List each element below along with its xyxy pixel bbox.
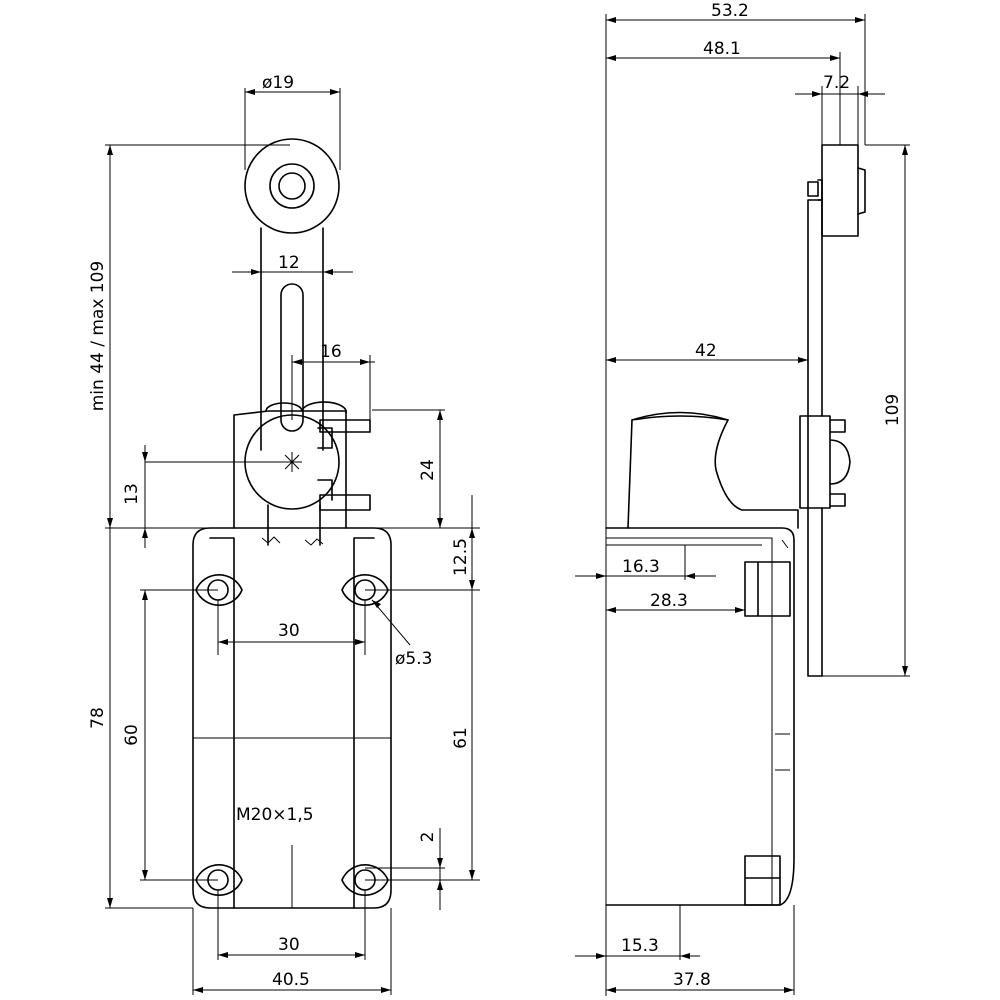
dim-base-offset: 15.3 bbox=[621, 936, 659, 956]
dim-lever-range: min 44 / max 109 bbox=[88, 261, 108, 412]
dim-hole-offset-small: 2 bbox=[418, 832, 438, 843]
dim-top-hole-offset: 12.5 bbox=[451, 538, 471, 576]
front-body bbox=[192, 527, 392, 909]
dim-roller-width: 7.2 bbox=[823, 73, 850, 93]
front-view: ø19 12 16 24 13 min 44 / max 109 12.5 30… bbox=[88, 73, 480, 995]
dim-pivot-height: 24 bbox=[418, 459, 438, 481]
side-view: 53.2 48.1 7.2 42 109 16.3 28.3 15.3 37.8 bbox=[575, 1, 910, 996]
dim-hole-vertical-left: 60 bbox=[122, 724, 142, 746]
dim-lever-offset: 16 bbox=[320, 342, 342, 362]
dim-body-width: 40.5 bbox=[272, 970, 310, 990]
front-roller bbox=[244, 138, 340, 234]
dim-lever-width: 12 bbox=[278, 253, 300, 273]
dim-cover-depth-1: 16.3 bbox=[622, 557, 660, 577]
side-dimensions bbox=[575, 14, 910, 996]
dim-lever-length: 109 bbox=[883, 394, 903, 426]
dim-hole-spacing-top: 30 bbox=[278, 621, 300, 641]
dim-thread: M20×1,5 bbox=[236, 805, 314, 825]
side-head bbox=[627, 411, 799, 529]
side-labels: 53.2 48.1 7.2 42 109 16.3 28.3 15.3 37.8 bbox=[621, 1, 903, 990]
dim-head-depth: 42 bbox=[695, 341, 717, 361]
dim-overall-depth: 53.2 bbox=[711, 1, 749, 21]
side-housing bbox=[605, 527, 795, 906]
dim-base-depth: 37.8 bbox=[673, 970, 711, 990]
dim-hole-diameter: ø5.3 bbox=[395, 649, 432, 669]
side-roller bbox=[807, 144, 866, 237]
dim-roller-diameter: ø19 bbox=[262, 73, 294, 93]
dim-hole-spacing-bottom: 30 bbox=[278, 935, 300, 955]
side-lever-plate bbox=[799, 199, 851, 677]
dim-lever-depth: 48.1 bbox=[703, 39, 741, 59]
front-dimensions bbox=[105, 88, 480, 995]
front-labels: ø19 12 16 24 13 min 44 / max 109 12.5 30… bbox=[88, 73, 471, 990]
dim-pivot-offset: 13 bbox=[122, 483, 142, 505]
dim-body-height: 78 bbox=[88, 707, 108, 729]
dim-hole-vertical-right: 61 bbox=[451, 727, 471, 749]
dim-cover-depth-2: 28.3 bbox=[650, 591, 688, 611]
